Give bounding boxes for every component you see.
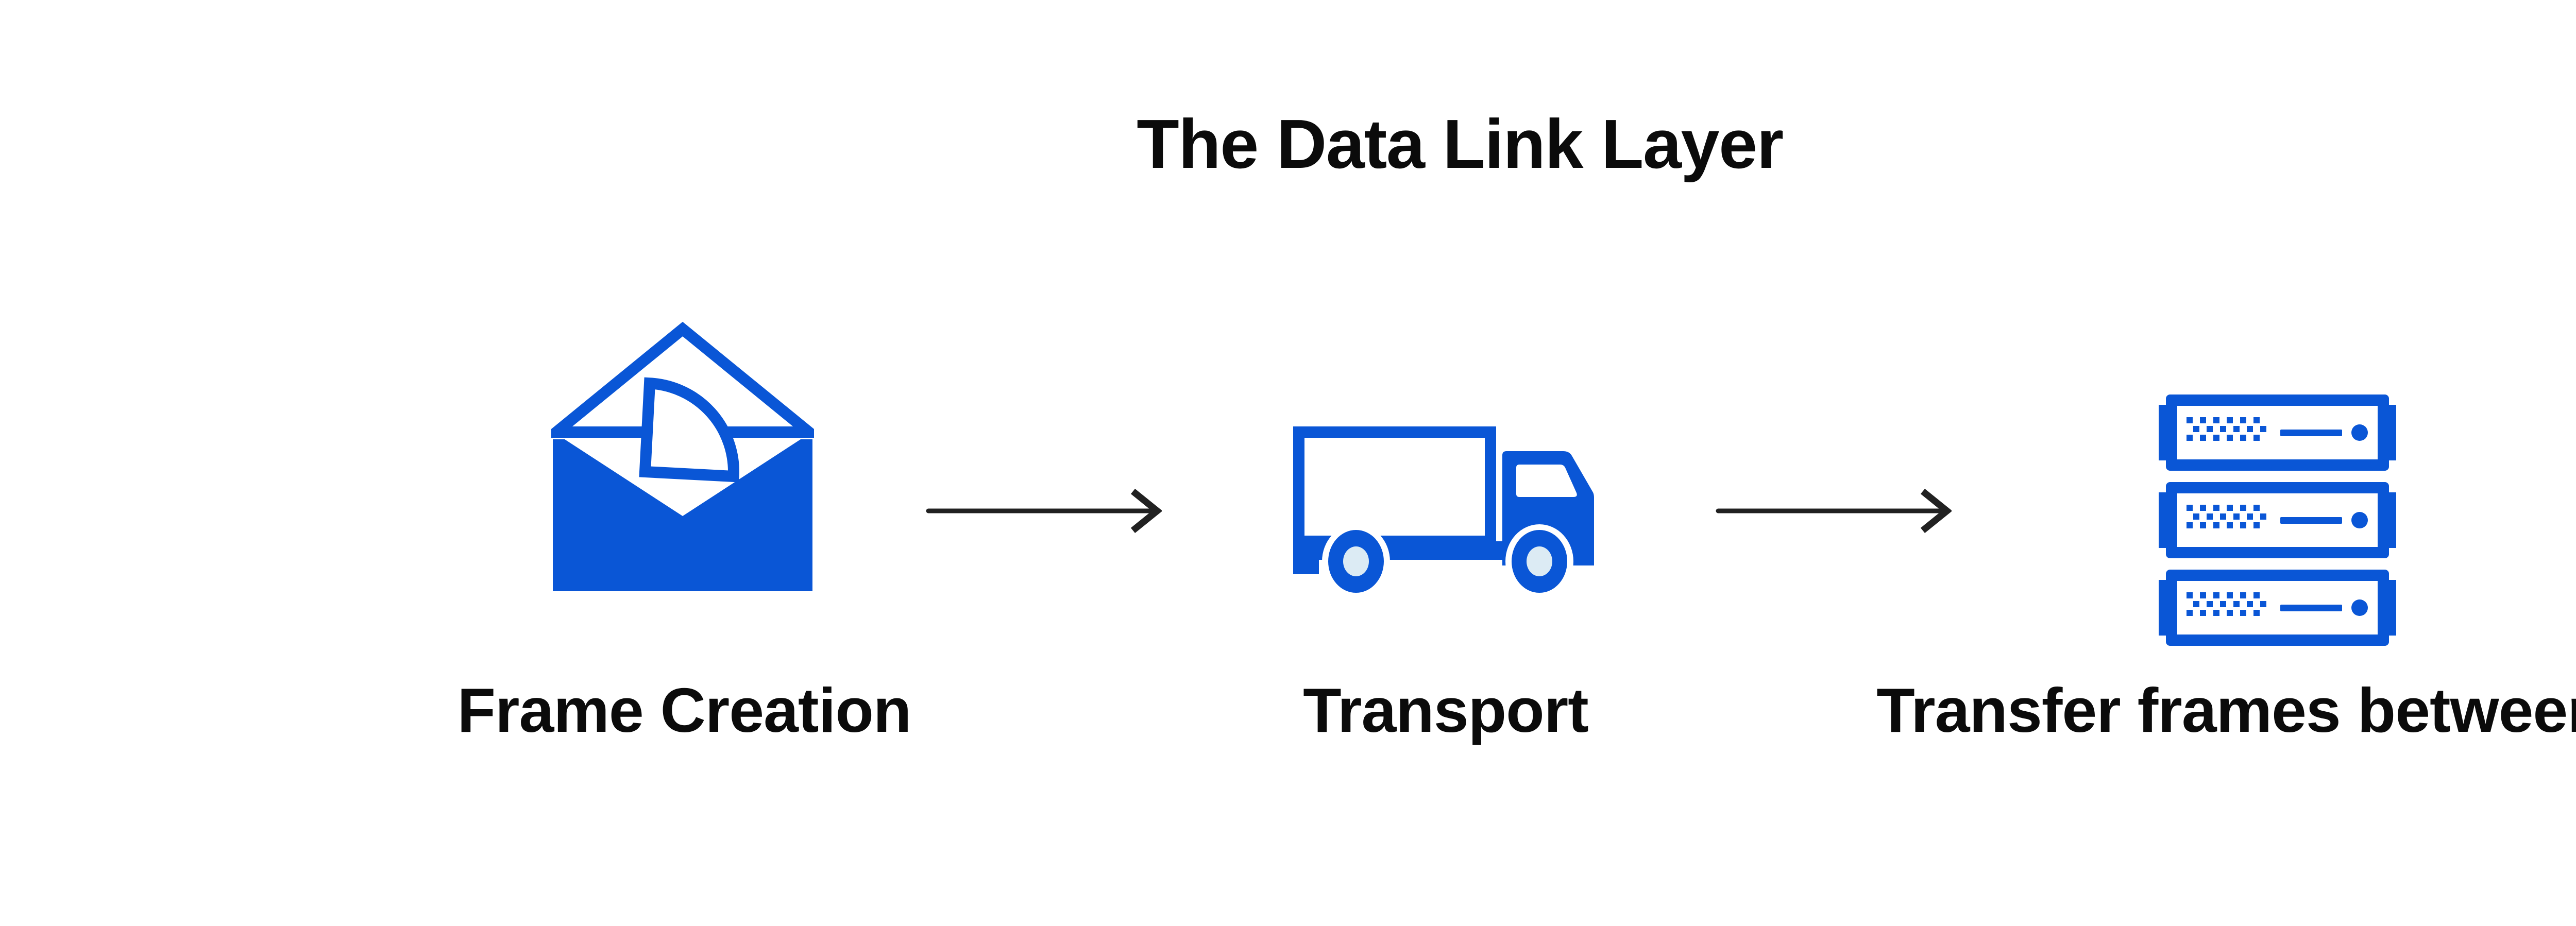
arrow-right-icon <box>926 488 1162 534</box>
server-unit <box>2159 570 2396 646</box>
step-label-frame-creation: Frame Creation <box>457 675 912 745</box>
step-label-transport: Transport <box>1303 675 1589 745</box>
front-wheel-hub <box>1527 546 1552 576</box>
truck-window <box>1516 465 1577 497</box>
server-unit <box>2159 482 2396 558</box>
rear-wheel-hub <box>1343 546 1369 576</box>
server-unit <box>2159 395 2396 471</box>
step-label-transfer-frames: Transfer frames between net <box>1876 675 2576 745</box>
arrow-head <box>1920 488 1952 534</box>
truck-cargo-box <box>1293 426 1496 547</box>
envelope-document <box>639 377 739 483</box>
arrow-head <box>1130 488 1162 534</box>
open-envelope-frame-icon <box>551 322 814 591</box>
delivery-truck-icon <box>1293 426 1594 596</box>
server-rack-icon <box>2159 395 2396 646</box>
diagram-title: The Data Link Layer <box>1137 105 1784 183</box>
arrow-right-icon <box>1716 488 1952 534</box>
